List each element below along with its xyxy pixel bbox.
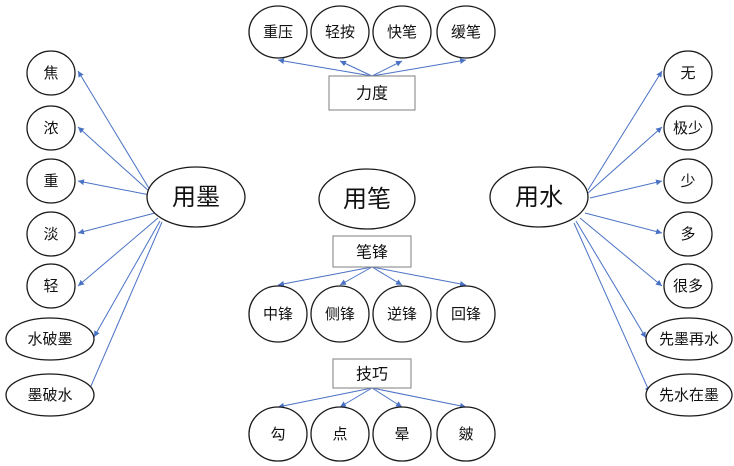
- ji-qiao-node: [372, 406, 432, 462]
- yong-mo-child-label: 焦: [43, 64, 58, 82]
- yong-mo-child: [26, 158, 76, 204]
- bi-feng-node-label: 侧锋: [325, 305, 355, 323]
- bi-feng-node-label: 中锋: [263, 305, 293, 323]
- yong-shui-label: 用水: [515, 183, 563, 211]
- connector-line: [87, 221, 163, 394]
- yong-mo-child-label: 重: [43, 172, 58, 190]
- bi-feng-node: [436, 285, 496, 343]
- li-du-node: [372, 5, 432, 59]
- yong-shui-child-label: 很多: [673, 277, 703, 295]
- yong-mo-child-label: 轻: [43, 277, 58, 295]
- yong-mo-child-label: 水破墨: [27, 330, 72, 348]
- connector-line: [371, 58, 467, 77]
- yong-shui-child: [663, 158, 713, 204]
- ji-qiao-node-label: 点: [332, 425, 347, 443]
- connector-line: [339, 60, 373, 77]
- bi-feng-group: 笔锋 中锋 侧锋 逆锋 回锋: [248, 235, 496, 343]
- bi-feng-label: 笔锋: [356, 243, 388, 262]
- yong-bi-label: 用笔: [343, 185, 391, 213]
- yong-shui-child-label: 先水在墨: [659, 386, 719, 404]
- yong-shui-child: [663, 211, 713, 257]
- li-du-node: [310, 5, 370, 59]
- yong-mo-child: [5, 373, 95, 417]
- yong-shui-child: [645, 373, 733, 417]
- bi-feng-node: [248, 285, 308, 343]
- yong-mo-child: [26, 50, 76, 96]
- li-du-label: 力度: [356, 84, 388, 103]
- connector-line: [587, 70, 663, 191]
- connector-line: [371, 387, 467, 409]
- li-du-node-label: 重压: [263, 23, 293, 41]
- connector-line: [77, 70, 151, 191]
- yong-mo-child: [5, 317, 95, 361]
- connector-line: [371, 387, 403, 408]
- yong-mo-child: [26, 105, 76, 151]
- ji-qiao-node-label: 皴: [458, 425, 473, 443]
- yong-shui-node: [489, 166, 589, 228]
- connector-line: [371, 266, 403, 286]
- yong-shui-child: [645, 317, 733, 361]
- connector-line: [339, 387, 373, 408]
- yong-mo-label: 用墨: [172, 183, 220, 211]
- connector-line: [77, 212, 156, 235]
- yong-shui-child: [663, 105, 713, 151]
- connector-line: [587, 126, 663, 194]
- yong-shui-child-label: 少: [680, 172, 695, 190]
- ji-qiao-group: 技巧 勾 点 晕 皴: [248, 358, 496, 462]
- yong-shui-child: [663, 263, 713, 309]
- bi-feng-node-label: 回锋: [451, 305, 481, 323]
- connector-line: [277, 266, 373, 287]
- connector-line: [77, 217, 159, 287]
- yong-mo-group: 用墨 焦 浓 重 淡 轻 水破墨 墨破水: [5, 50, 246, 417]
- ji-qiao-node-label: 晕: [394, 425, 409, 443]
- yong-mo-child: [26, 263, 76, 309]
- connector-line: [77, 126, 151, 193]
- ji-qiao-node: [436, 406, 496, 462]
- yong-mo-child-label: 淡: [43, 225, 58, 243]
- yong-shui-group: 用水 无 极少 少 多 很多 先墨再水 先水在墨: [489, 50, 733, 417]
- connector-line: [277, 58, 373, 77]
- yong-bi-node: [318, 168, 416, 230]
- connector-line: [573, 222, 651, 394]
- li-du-group: 力度 重压 轻按 快笔 缓笔: [248, 5, 496, 111]
- connector-line: [93, 220, 161, 338]
- connector-line: [575, 220, 647, 339]
- bi-feng-node: [310, 285, 370, 343]
- connector-line: [589, 179, 663, 199]
- li-du-node-label: 轻按: [325, 23, 355, 41]
- bi-feng-box: [332, 235, 412, 268]
- ji-qiao-label: 技巧: [356, 365, 388, 384]
- yong-shui-child-label: 先墨再水: [659, 330, 719, 348]
- connector-line: [77, 179, 151, 196]
- yong-mo-node: [146, 166, 246, 228]
- connector-line: [371, 266, 467, 287]
- connector-line: [339, 266, 373, 286]
- yong-mo-child-label: 浓: [43, 119, 58, 137]
- yong-shui-child: [663, 50, 713, 96]
- yong-bi-group: 用笔: [318, 168, 416, 230]
- li-du-box: [328, 75, 416, 111]
- li-du-node-label: 快笔: [387, 23, 417, 41]
- li-du-node-label: 缓笔: [451, 23, 481, 41]
- connector-line: [579, 217, 663, 287]
- connector-line: [277, 387, 373, 409]
- ji-qiao-node: [310, 406, 370, 462]
- ji-qiao-node-label: 勾: [270, 425, 285, 443]
- ji-qiao-box: [332, 358, 412, 389]
- yong-shui-child-label: 极少: [673, 119, 703, 137]
- connector-line: [584, 212, 663, 235]
- bi-feng-node: [372, 285, 432, 343]
- li-du-node: [436, 5, 496, 59]
- yong-shui-child-label: 无: [680, 64, 695, 82]
- li-du-node: [248, 5, 308, 59]
- yong-mo-child: [26, 211, 76, 257]
- yong-shui-child-label: 多: [680, 225, 695, 243]
- yong-mo-child-label: 墨破水: [27, 386, 72, 404]
- connector-line: [371, 60, 403, 77]
- ji-qiao-node: [248, 406, 308, 462]
- bi-feng-node-label: 逆锋: [387, 305, 417, 323]
